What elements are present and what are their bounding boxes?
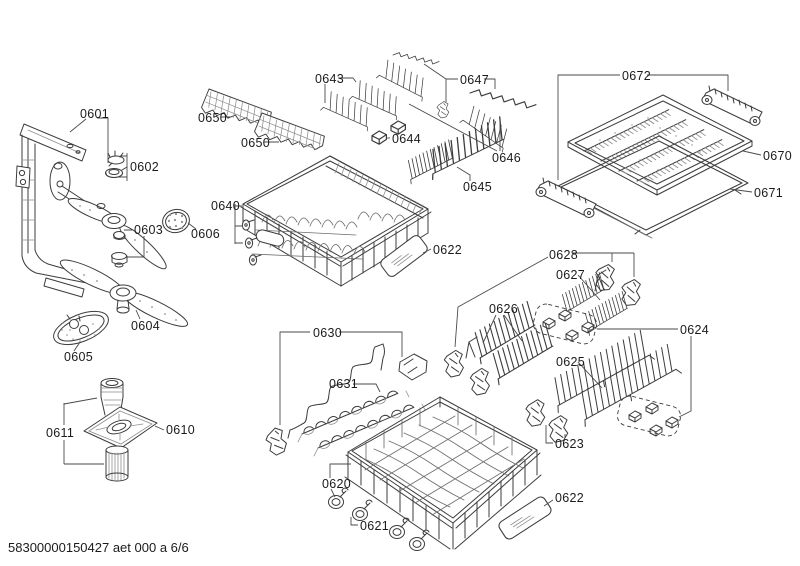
filter-unit <box>83 378 158 482</box>
tine-row-dense <box>483 321 561 386</box>
part-label-0647: 0647 <box>460 73 489 87</box>
part-label-0626: 0626 <box>489 302 518 316</box>
part-label-0625: 0625 <box>556 355 585 369</box>
basket-roller <box>248 254 262 266</box>
part-label-0605: 0605 <box>64 350 93 364</box>
part-label-0630: 0630 <box>313 326 342 340</box>
mounting-clip <box>645 402 659 415</box>
leader-lines <box>63 63 762 526</box>
wire-insert <box>264 343 428 457</box>
tine-row <box>459 104 515 153</box>
part-label-0670: 0670 <box>763 149 792 163</box>
part-label-0601: 0601 <box>80 107 109 121</box>
part-label-0646: 0646 <box>492 151 521 165</box>
tine-row-long <box>542 329 657 413</box>
tine-row <box>376 58 432 102</box>
part-label-0643: 0643 <box>315 72 344 86</box>
upper-basket <box>240 155 432 287</box>
part-label-0627: 0627 <box>556 268 585 282</box>
mounting-clip <box>649 424 663 437</box>
tray-side-rail <box>535 177 597 218</box>
tine-clip <box>435 100 451 120</box>
part-label-0620: 0620 <box>322 477 351 491</box>
part-label-0672: 0672 <box>622 69 651 83</box>
folding-shelf <box>297 388 426 457</box>
part-label-0644: 0644 <box>392 132 421 146</box>
part-label-0603: 0603 <box>134 223 163 237</box>
cutlery-tray-assembly <box>535 85 763 239</box>
lower-basket <box>328 396 554 551</box>
part-label-0628: 0628 <box>549 248 578 262</box>
folded-tine-rail <box>392 42 440 74</box>
part-label-0622-upper: 0622 <box>433 243 462 257</box>
basket-wheel <box>328 487 349 509</box>
part-label-0650-upper: 0650 <box>198 111 227 125</box>
mounting-clip <box>565 329 579 342</box>
mounting-clip <box>665 416 679 429</box>
part-label-0610: 0610 <box>166 423 195 437</box>
basket-roller <box>241 219 255 231</box>
latch-clip <box>441 348 467 380</box>
basket-wheel <box>352 499 373 521</box>
part-label-0606: 0606 <box>191 227 220 241</box>
tine-row <box>349 79 406 121</box>
part-label-0604: 0604 <box>131 319 160 333</box>
spray-arm-upper <box>67 198 167 270</box>
wire-holder-clip <box>264 426 288 457</box>
basket-wheel <box>389 517 410 539</box>
part-label-0602: 0602 <box>130 160 159 174</box>
part-label-0624: 0624 <box>680 323 709 337</box>
part-label-0611: 0611 <box>46 426 74 440</box>
tine-row <box>320 90 377 132</box>
trim-plate <box>496 494 554 542</box>
part-label-0671: 0671 <box>754 186 783 200</box>
tine-clip <box>371 130 387 145</box>
sieve-disc <box>162 208 190 234</box>
inlet-nozzle <box>105 150 128 178</box>
latch-clip <box>467 366 493 398</box>
mounting-clip <box>628 410 642 423</box>
part-label-0640: 0640 <box>211 199 240 213</box>
document-code: 58300000150427 aet 000 a 6/6 <box>8 540 189 555</box>
part-labels: 0601 0602 0603 0604 0605 0606 0610 0611 … <box>46 69 792 533</box>
part-label-0631: 0631 <box>329 377 358 391</box>
part-label-0645: 0645 <box>463 180 492 194</box>
trim-plate <box>378 233 430 279</box>
spray-arm-lower <box>59 259 189 327</box>
basket-roller <box>244 237 258 249</box>
part-label-0623: 0623 <box>555 437 584 451</box>
basket-wheel <box>409 529 430 551</box>
filter-plate <box>53 310 109 346</box>
part-label-0622-lower: 0622 <box>555 491 584 505</box>
part-label-0650-lower: 0650 <box>241 136 270 150</box>
latch-clip <box>522 397 549 429</box>
tine-rows-right <box>441 261 684 445</box>
part-label-0621: 0621 <box>360 519 389 533</box>
tine-row-dense <box>400 139 460 185</box>
mounting-clip <box>581 321 595 334</box>
mounting-clip <box>558 309 572 322</box>
